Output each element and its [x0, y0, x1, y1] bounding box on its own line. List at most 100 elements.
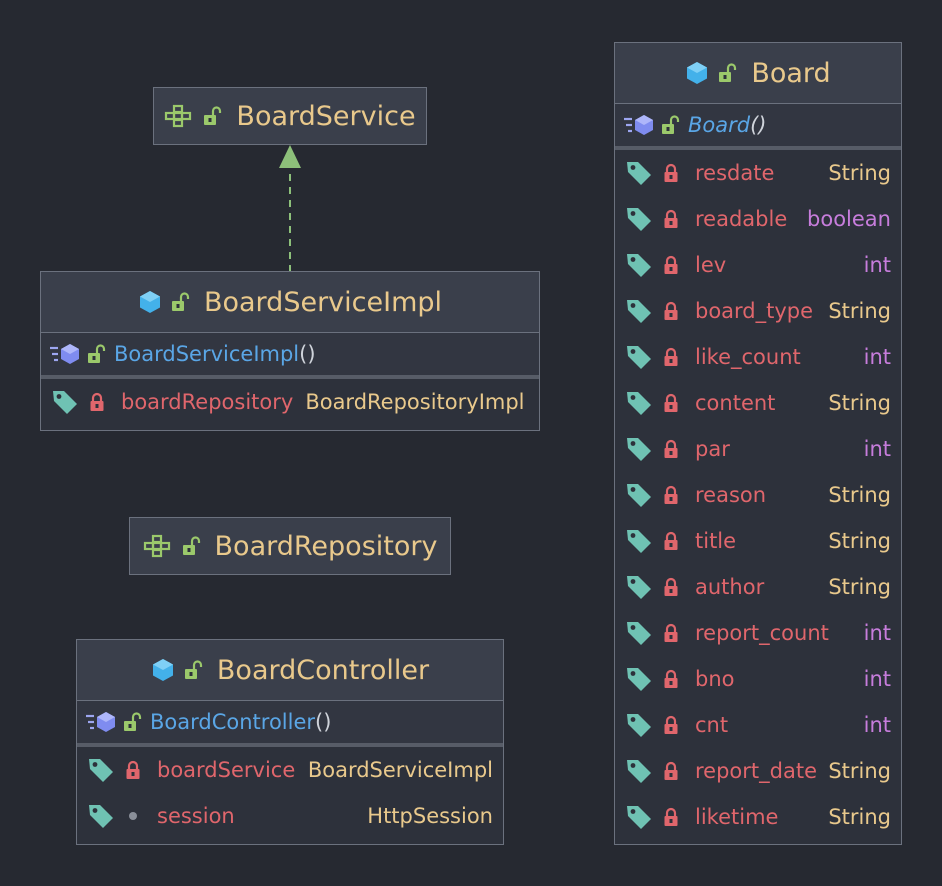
private-lock-icon — [661, 715, 681, 735]
private-lock-icon — [661, 577, 681, 597]
constructor-icon — [85, 710, 117, 734]
field-row[interactable]: reason String — [615, 472, 901, 518]
field-name: boardRepository — [121, 390, 294, 414]
board-service-impl-title: BoardServiceImpl — [203, 286, 443, 318]
open-lock-icon — [202, 106, 222, 126]
field-row[interactable]: boardService BoardServiceImpl — [77, 747, 503, 793]
field-type: boolean — [807, 207, 891, 231]
private-lock-icon — [87, 392, 107, 412]
field-row[interactable]: session HttpSession — [77, 793, 503, 839]
private-lock-icon — [661, 761, 681, 781]
open-lock-icon — [181, 536, 201, 556]
board-repository-header: BoardRepository — [130, 518, 450, 574]
field-tag-icon — [87, 756, 115, 784]
constructor-name: BoardServiceImpl() — [114, 342, 316, 366]
board-controller-constructor[interactable]: BoardController() — [77, 701, 503, 747]
board-service-impl-constructor[interactable]: BoardServiceImpl() — [41, 333, 539, 379]
field-row[interactable]: like_count int — [615, 334, 901, 380]
board-service-title: BoardService — [236, 100, 416, 132]
board-controller-title: BoardController — [216, 654, 430, 686]
field-type: String — [828, 161, 891, 185]
field-name: reason — [695, 483, 767, 507]
field-type: int — [863, 713, 891, 737]
field-tag-icon — [625, 573, 653, 601]
board-repository-title: BoardRepository — [214, 530, 438, 562]
board-header: Board — [615, 43, 901, 104]
board-service-impl-class[interactable]: BoardServiceImpl BoardServiceImpl() boar… — [40, 271, 540, 431]
field-name: author — [695, 575, 765, 599]
field-type: BoardRepositoryImpl — [305, 390, 525, 414]
open-lock-icon — [170, 292, 190, 312]
board-constructor[interactable]: Board() — [615, 104, 901, 150]
field-type: String — [828, 575, 891, 599]
field-tag-icon — [625, 297, 653, 325]
field-type: String — [828, 299, 891, 323]
field-name: boardService — [157, 758, 296, 782]
field-row[interactable]: boardRepository BoardRepositoryImpl — [41, 379, 539, 425]
field-type: String — [828, 483, 891, 507]
board-service-impl-header: BoardServiceImpl — [41, 272, 539, 333]
field-tag-icon — [625, 757, 653, 785]
field-type: BoardServiceImpl — [307, 758, 493, 782]
field-name: bno — [695, 667, 735, 691]
private-lock-icon — [661, 439, 681, 459]
field-tag-icon — [87, 802, 115, 830]
open-lock-icon — [717, 63, 737, 83]
field-tag-icon — [625, 343, 653, 371]
field-type: String — [828, 529, 891, 553]
constructor-icon — [49, 342, 81, 366]
private-lock-icon — [661, 393, 681, 413]
class-icon — [685, 61, 709, 85]
field-tag-icon — [625, 389, 653, 417]
field-row[interactable]: bno int — [615, 656, 901, 702]
field-row[interactable]: readable boolean — [615, 196, 901, 242]
private-lock-icon — [661, 255, 681, 275]
field-type: int — [863, 621, 891, 645]
interface-icon — [164, 104, 196, 128]
private-lock-icon — [661, 531, 681, 551]
private-lock-icon — [661, 301, 681, 321]
board-service-interface[interactable]: BoardService — [153, 87, 427, 145]
board-repository-interface[interactable]: BoardRepository — [129, 517, 451, 575]
private-lock-icon — [661, 623, 681, 643]
field-tag-icon — [625, 251, 653, 279]
field-type: int — [863, 667, 891, 691]
field-name: title — [695, 529, 737, 553]
field-row[interactable]: resdate String — [615, 150, 901, 196]
field-tag-icon — [625, 711, 653, 739]
board-controller-class[interactable]: BoardController BoardController() boardS… — [76, 639, 504, 845]
field-tag-icon — [625, 803, 653, 831]
constructor-name: Board() — [688, 113, 767, 137]
field-tag-icon — [625, 481, 653, 509]
field-type: int — [863, 345, 891, 369]
field-type: HttpSession — [367, 804, 493, 828]
field-tag-icon — [625, 205, 653, 233]
field-name: readable — [695, 207, 788, 231]
private-lock-icon — [661, 163, 681, 183]
class-icon — [138, 290, 162, 314]
field-type: int — [863, 437, 891, 461]
private-lock-icon — [661, 669, 681, 689]
field-row[interactable]: author String — [615, 564, 901, 610]
constructor-icon — [623, 113, 655, 137]
field-name: content — [695, 391, 776, 415]
field-row[interactable]: title String — [615, 518, 901, 564]
field-name: resdate — [695, 161, 775, 185]
field-tag-icon — [625, 527, 653, 555]
constructor-name: BoardController() — [150, 710, 332, 734]
field-name: report_date — [695, 759, 817, 783]
field-tag-icon — [625, 159, 653, 187]
field-name: like_count — [695, 345, 801, 369]
class-icon — [151, 658, 175, 682]
